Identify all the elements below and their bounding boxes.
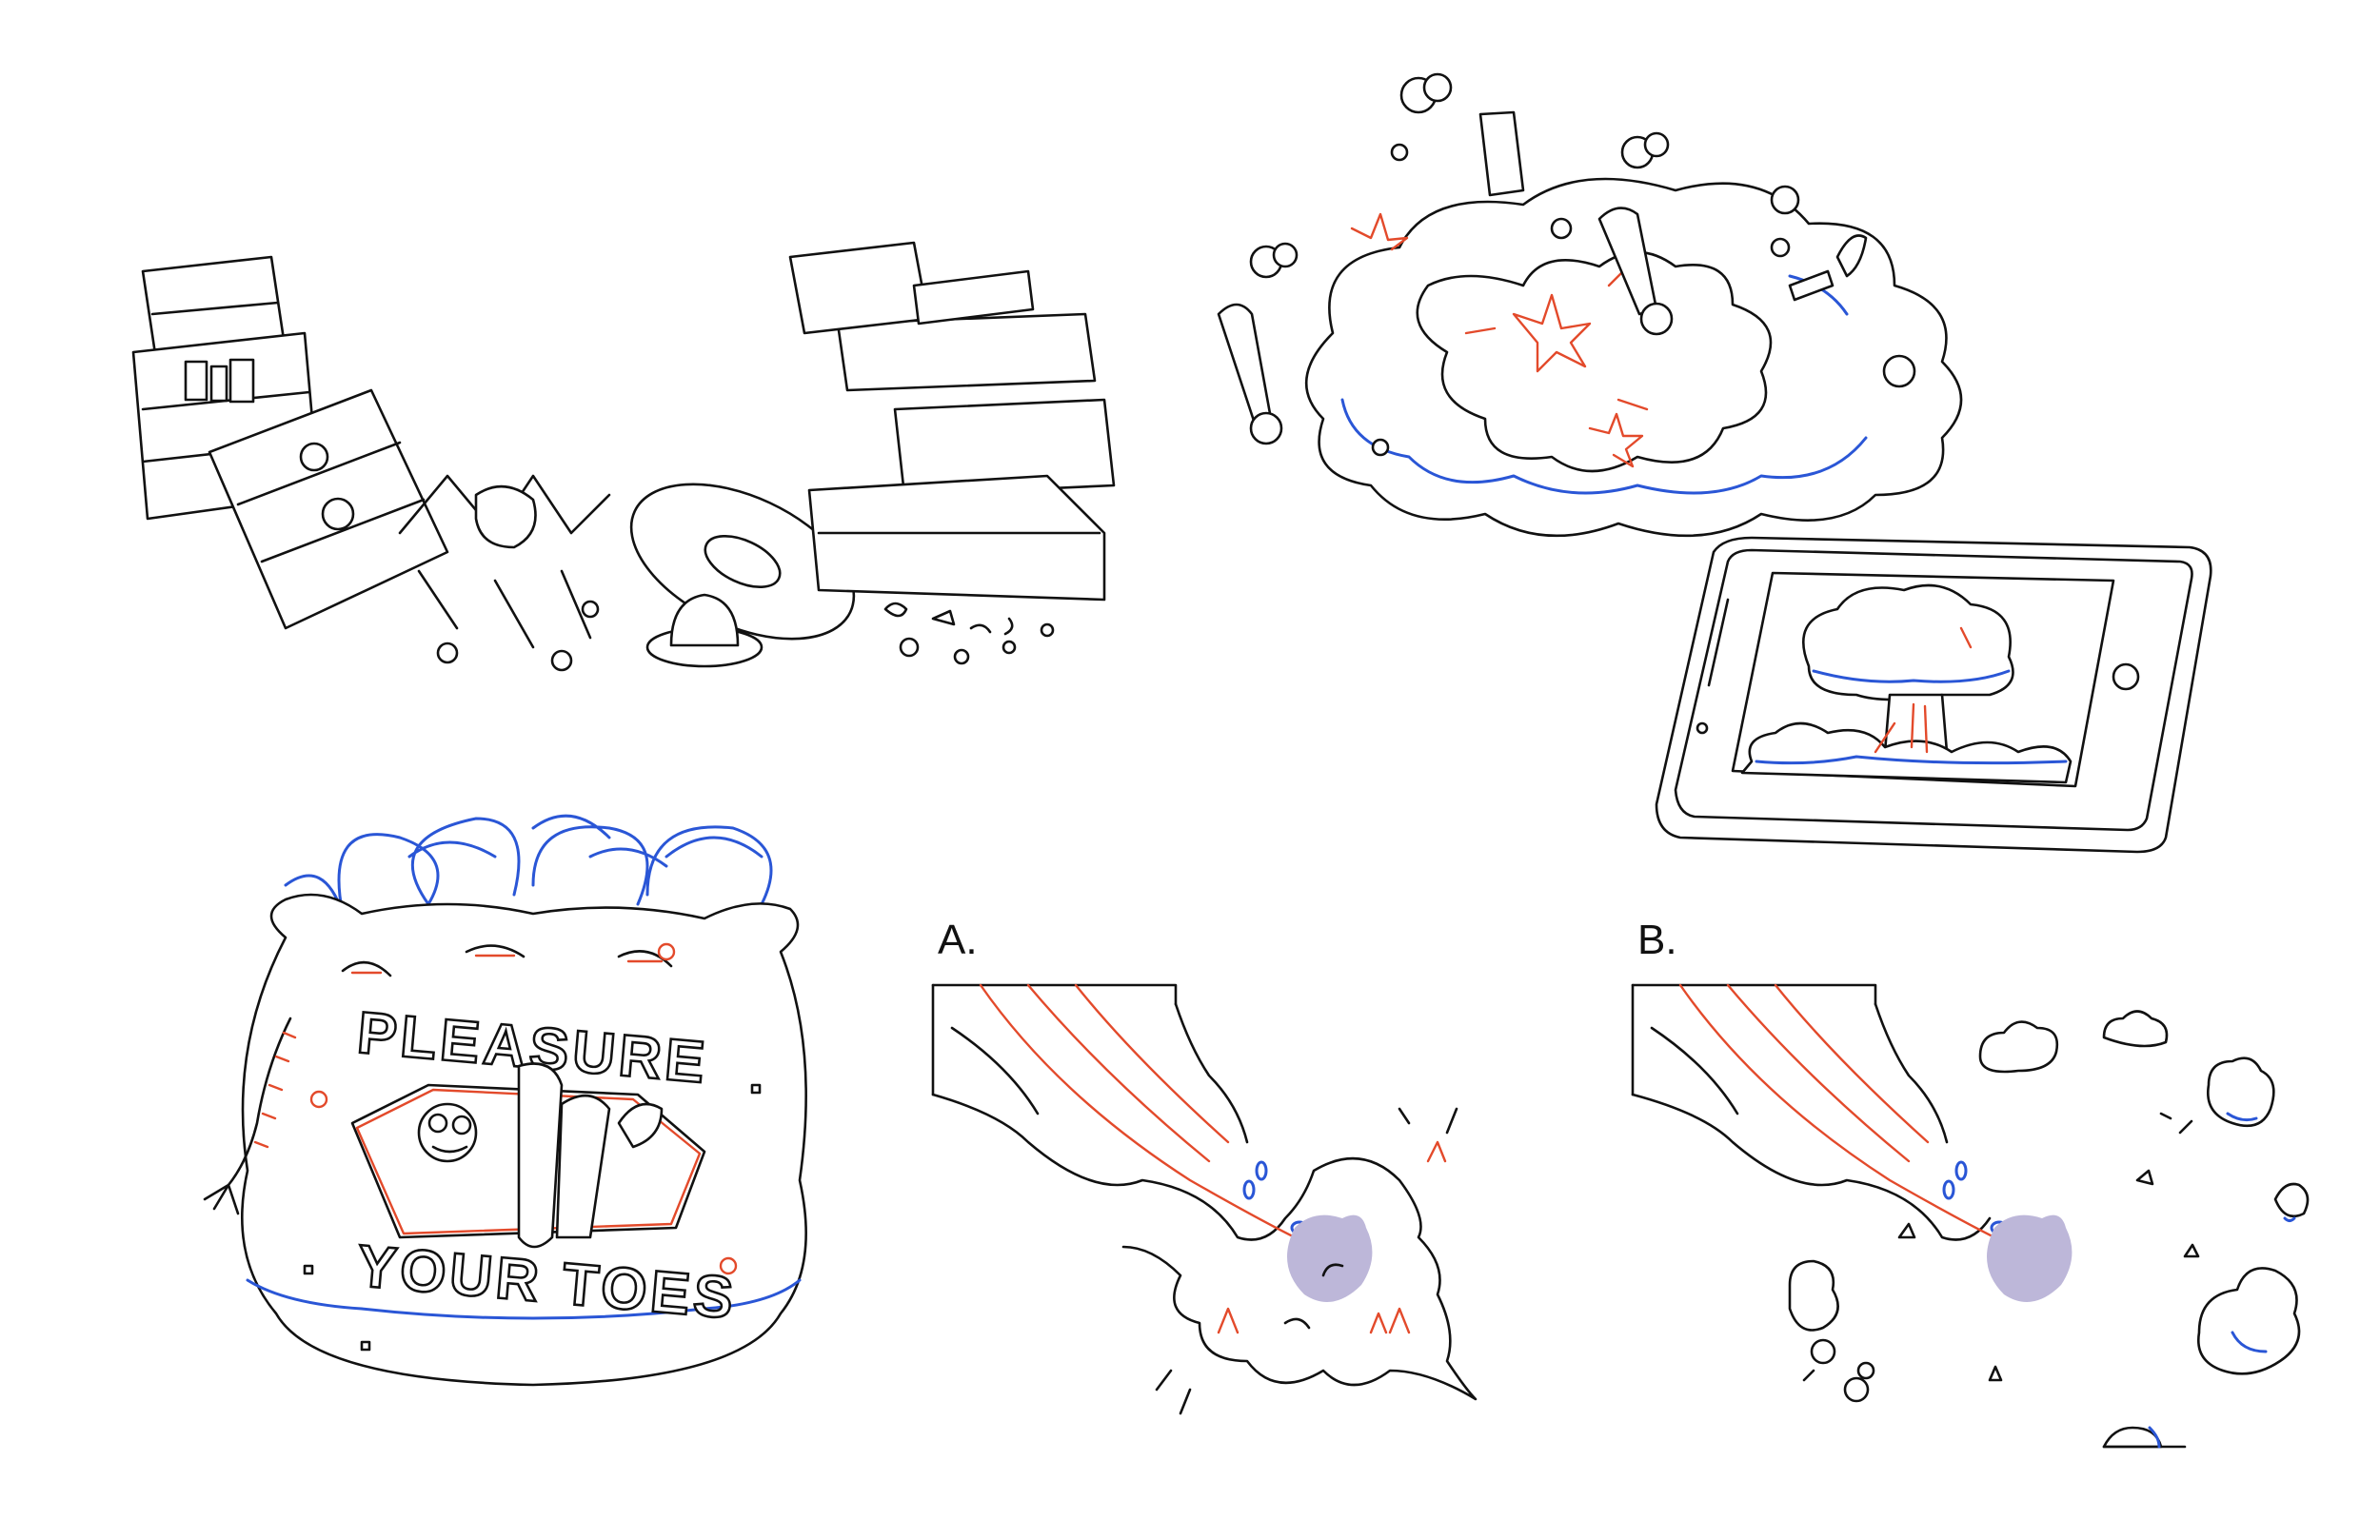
toppled-shelves-scene — [131, 241, 1116, 672]
panel-a-label: A. — [938, 917, 978, 963]
toe-bag-scene: PLEASURE YOUR TOES — [203, 814, 807, 1387]
phone-scene — [1655, 536, 2212, 854]
panel-b-label: B. — [1637, 917, 1677, 963]
fight-cloud-scene — [1217, 72, 1963, 538]
panel-a: A. — [931, 917, 1478, 1415]
panel-b: B. — [1631, 917, 2310, 1449]
